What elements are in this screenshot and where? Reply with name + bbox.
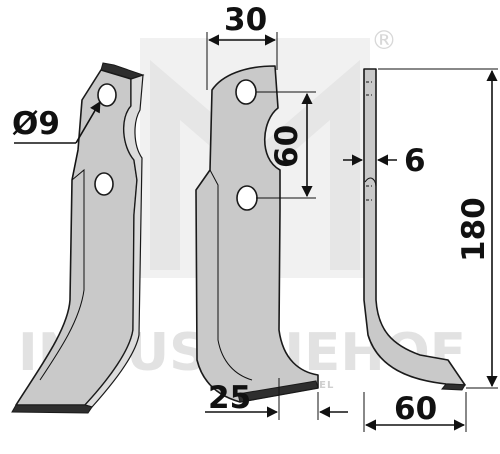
hole-diameter-label: Ø9 [12, 106, 60, 142]
blade-side-view [363, 68, 466, 391]
hole-spacing-label: 60 [269, 125, 305, 168]
mounting-hole [94, 172, 114, 196]
blade-front-view [195, 65, 319, 403]
mounting-hole [236, 185, 258, 211]
foot-width-label: 60 [394, 391, 437, 427]
bottom-offset-dimension: 25 [205, 378, 348, 420]
registered-mark: ® [371, 26, 397, 56]
top-width-label: 30 [224, 2, 267, 38]
mounting-hole [235, 79, 257, 105]
height-dimension: 180 [378, 68, 498, 389]
top-width-dimension: 30 [206, 2, 278, 90]
foot-width-dimension: 60 [363, 391, 467, 432]
hole-spacing-dimension: 60 [256, 91, 316, 199]
thickness-dimension: 6 [343, 143, 426, 179]
mounting-hole [97, 83, 117, 107]
thickness-label: 6 [404, 143, 426, 179]
blade-perspective-view [11, 62, 145, 414]
bottom-offset-label: 25 [208, 380, 251, 416]
hole-diameter-callout: Ø9 [12, 101, 101, 144]
height-label: 180 [456, 197, 492, 262]
